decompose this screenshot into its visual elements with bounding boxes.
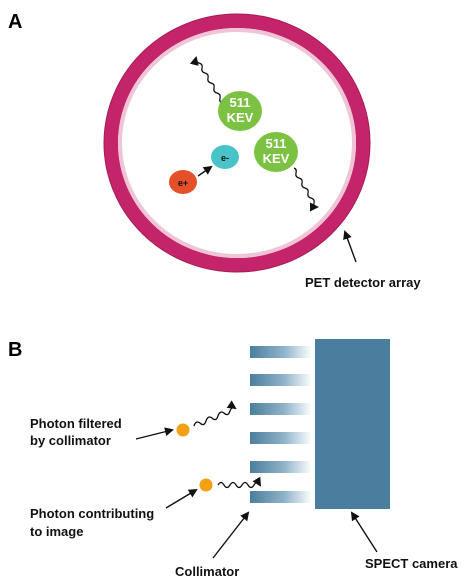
electron-particle: e-	[211, 145, 239, 169]
photon-contributing-path	[217, 476, 262, 489]
collimator-pointer-arrow	[212, 511, 250, 559]
contributing-label-line1: Photon contributing	[30, 506, 154, 521]
collimator	[250, 346, 312, 503]
collimator-label: Collimator	[175, 564, 239, 579]
contributing-label-line2: to image	[30, 524, 83, 539]
filtered-label-line1: Photon filtered	[30, 416, 122, 431]
panel-b-label: B	[8, 339, 22, 361]
annihilation-arrow	[197, 165, 213, 177]
photon-path-upper	[189, 56, 223, 104]
photon-path-lower	[293, 167, 319, 212]
spect-camera	[315, 339, 390, 509]
photon-contributing	[199, 478, 213, 492]
pet-detector-label: PET detector array	[305, 275, 421, 290]
photon-filtered	[176, 423, 190, 437]
photon-511kev-upper: 511 KEV	[218, 91, 262, 131]
filtered-pointer-arrow	[135, 427, 174, 440]
photon-filtered-path	[193, 400, 237, 427]
panel-a-label: A	[8, 11, 22, 33]
positron-particle: e+	[169, 170, 197, 194]
filtered-label-line2: by collimator	[30, 433, 111, 448]
pet-detector-ring	[103, 13, 371, 273]
contributing-pointer-arrow	[165, 488, 198, 509]
spect-camera-label: SPECT camera	[365, 556, 458, 571]
positron-label: e+	[178, 178, 188, 188]
photon-upper-unit: KEV	[227, 110, 254, 125]
detector-pointer-arrow	[343, 230, 357, 263]
camera-pointer-arrow	[350, 511, 378, 553]
photon-upper-energy: 511	[230, 95, 251, 110]
photon-511kev-lower: 511 KEV	[254, 132, 298, 172]
electron-label: e-	[221, 153, 229, 163]
photon-lower-energy: 511	[266, 136, 287, 151]
photon-lower-unit: KEV	[263, 151, 290, 166]
